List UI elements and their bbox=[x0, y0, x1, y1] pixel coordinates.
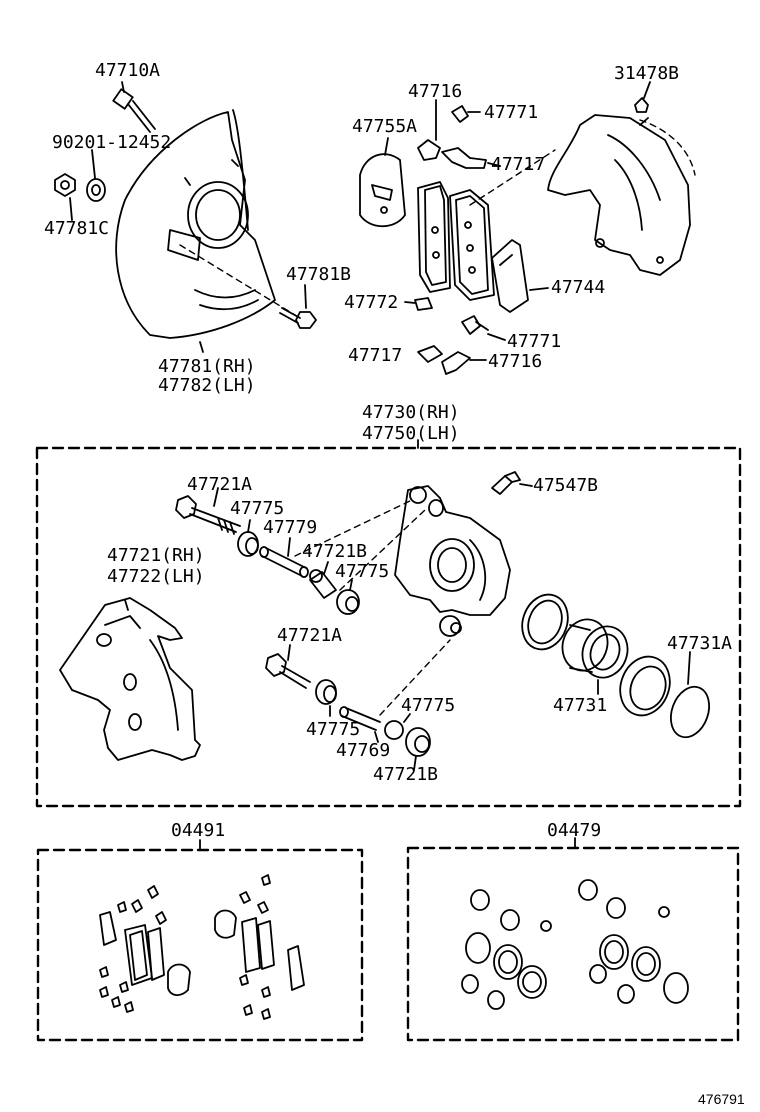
callout-bracket-lh: 47722(LH) bbox=[107, 566, 205, 587]
part-clip-47716-lower[interactable] bbox=[441, 351, 471, 375]
part-bolt-47721a-upper[interactable] bbox=[175, 495, 241, 535]
callout-boot-47775-lower-b: 47775 bbox=[401, 695, 455, 716]
callout-boot-set-47731a: 47731A bbox=[667, 633, 732, 654]
kit-04479-parts[interactable] bbox=[461, 879, 689, 1010]
part-caliper-body[interactable] bbox=[394, 485, 511, 637]
part-clip-47771-lower[interactable] bbox=[461, 315, 489, 335]
callout-bolt-47721a-lower: 47721A bbox=[277, 625, 342, 646]
callout-kit-04491: 04491 bbox=[171, 820, 225, 841]
callout-bolt-47710a: 47710A bbox=[95, 60, 160, 81]
callout-bolt-90201: 90201-12452 bbox=[52, 132, 171, 153]
part-dust-cover[interactable] bbox=[115, 109, 276, 339]
part-set-ring-47731a[interactable] bbox=[664, 681, 716, 742]
part-brake-pads[interactable] bbox=[417, 181, 495, 301]
part-mounting-bracket[interactable] bbox=[59, 597, 201, 761]
part-pin-47769[interactable] bbox=[339, 706, 381, 731]
part-piston-47731[interactable] bbox=[555, 613, 634, 684]
part-clip-47717-lower[interactable] bbox=[417, 345, 443, 363]
part-clip-47771-upper[interactable] bbox=[451, 105, 469, 123]
part-bushing-47721b-upper[interactable] bbox=[309, 569, 337, 599]
callout-dust-cover-rh: 47781(RH) bbox=[158, 356, 256, 377]
part-piston-seal[interactable] bbox=[515, 588, 575, 656]
callout-nut-47781c: 47781C bbox=[44, 218, 109, 239]
callout-pin-47769: 47769 bbox=[336, 740, 390, 761]
part-shim-47744[interactable] bbox=[491, 239, 529, 313]
callout-clip-47716-lower: 47716 bbox=[488, 351, 542, 372]
part-bushing-47721b-lower[interactable] bbox=[405, 727, 431, 757]
callout-caliper-rh: 47730(RH) bbox=[362, 402, 460, 423]
callout-bushing-47721b-lower: 47721B bbox=[373, 764, 438, 785]
kit-frame-04491 bbox=[36, 848, 364, 1042]
callout-clip-47717-upper: 47717 bbox=[491, 154, 545, 175]
callout-bracket-rh: 47721(RH) bbox=[107, 545, 205, 566]
callout-pin-47779: 47779 bbox=[263, 517, 317, 538]
part-nut-washer[interactable] bbox=[54, 173, 106, 202]
callout-shim-47755a: 47755A bbox=[352, 116, 417, 137]
part-boot-47775-lower-a[interactable] bbox=[315, 679, 337, 705]
part-bolt-47721a-lower[interactable] bbox=[265, 653, 311, 689]
callout-bolt-47781b: 47781B bbox=[286, 264, 351, 285]
callout-clip-47771-upper: 47771 bbox=[484, 102, 538, 123]
part-caliper-assembly-outline[interactable] bbox=[547, 114, 691, 276]
callout-clip-47717-lower: 47717 bbox=[348, 345, 402, 366]
callout-bolt-47721a-upper: 47721A bbox=[187, 474, 252, 495]
callout-dust-cover-lh: 47782(LH) bbox=[158, 375, 256, 396]
part-boot-47775-upper-b[interactable] bbox=[336, 589, 360, 615]
part-sleeve-47775-lower[interactable] bbox=[384, 720, 404, 740]
figure-reference-number: 476791 bbox=[698, 1091, 745, 1107]
part-clip-47716-upper[interactable] bbox=[417, 139, 441, 161]
callout-cap-31478b: 31478B bbox=[614, 63, 679, 84]
callout-clip-47771-lower: 47771 bbox=[507, 331, 561, 352]
part-boot-47775-upper-a[interactable] bbox=[237, 531, 259, 557]
callout-shim-47744: 47744 bbox=[551, 277, 605, 298]
part-cap-31478b[interactable] bbox=[634, 97, 649, 113]
callout-caliper-lh: 47750(LH) bbox=[362, 423, 460, 444]
part-clip-47717-upper[interactable] bbox=[441, 147, 487, 169]
part-dust-boot[interactable] bbox=[612, 650, 678, 723]
callout-boot-47775-upper-a: 47775 bbox=[230, 498, 284, 519]
part-shim-47755a[interactable] bbox=[359, 153, 406, 228]
callout-bleeder-47547b: 47547B bbox=[533, 475, 598, 496]
kit-04491-parts[interactable] bbox=[99, 874, 305, 1020]
callout-clip-47716-upper: 47716 bbox=[408, 81, 462, 102]
callout-boot-47775-upper-b: 47775 bbox=[335, 561, 389, 582]
callout-clip-47772: 47772 bbox=[344, 292, 398, 313]
part-clip-47772[interactable] bbox=[414, 297, 433, 311]
part-bolt-47781b[interactable] bbox=[279, 307, 317, 329]
caliper-assembly-frame bbox=[35, 446, 742, 808]
callout-kit-04479: 04479 bbox=[547, 820, 601, 841]
part-bleeder-47547b[interactable] bbox=[491, 471, 521, 495]
callout-bushing-47721b-upper: 47721B bbox=[302, 541, 367, 562]
callout-boot-47775-lower-a: 47775 bbox=[306, 719, 360, 740]
part-pin-47779[interactable] bbox=[259, 546, 309, 578]
kit-frame-04479 bbox=[406, 846, 740, 1042]
part-bolt-47710a[interactable] bbox=[112, 88, 156, 133]
callout-piston-47731: 47731 bbox=[553, 695, 607, 716]
